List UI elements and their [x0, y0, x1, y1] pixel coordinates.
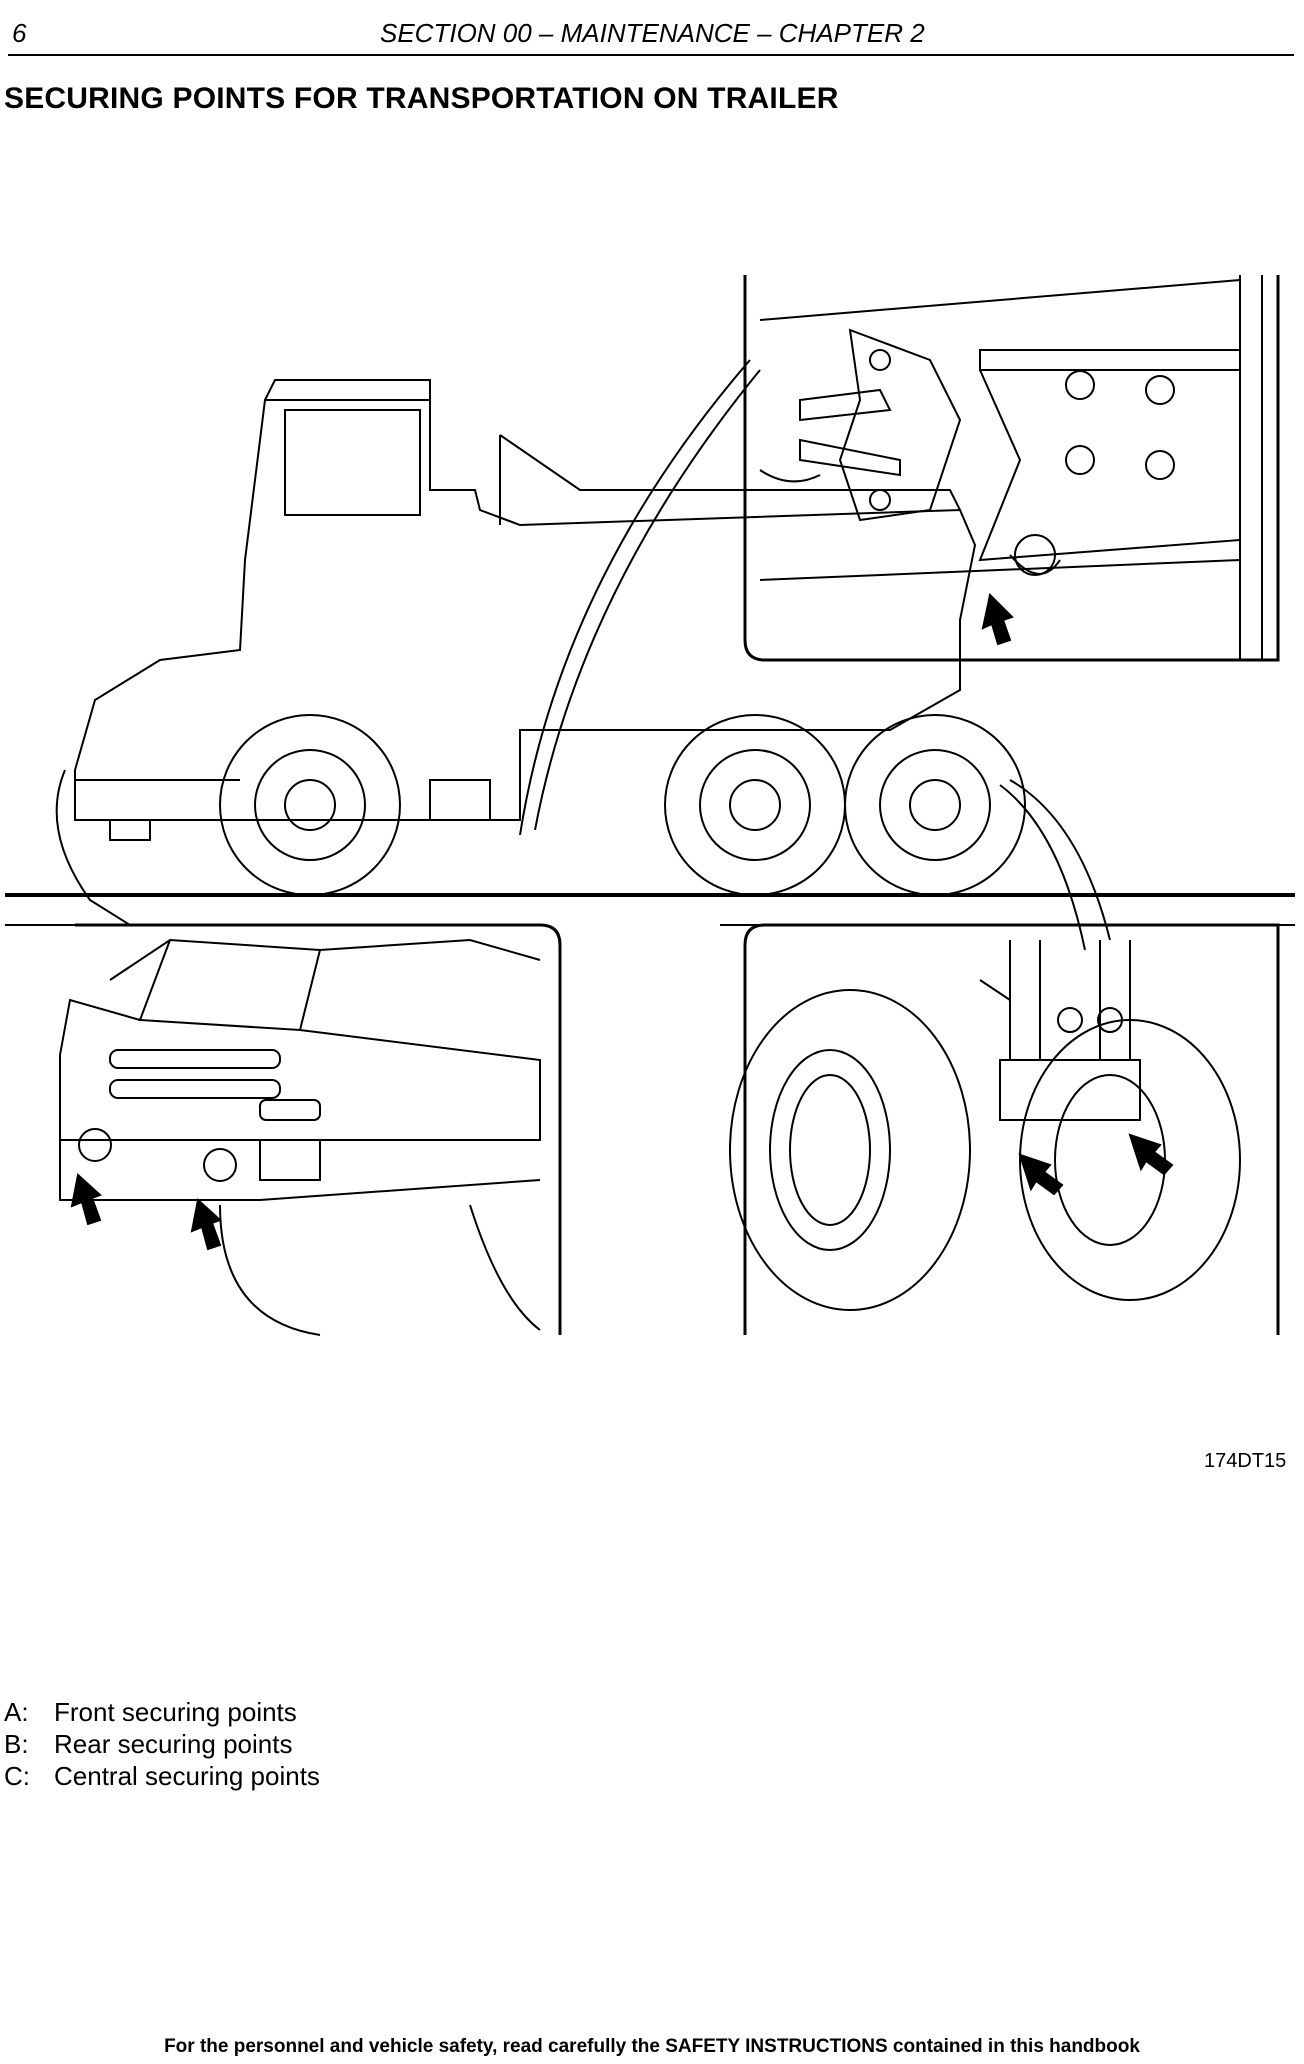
arrow-rear-left-icon: [1018, 1153, 1064, 1196]
arrow-central-icon: [981, 592, 1014, 646]
page-header: 6 SECTION 00 – MAINTENANCE – CHAPTER 2: [8, 14, 1294, 56]
page-title: SECURING POINTS FOR TRANSPORTATION ON TR…: [4, 82, 839, 115]
legend-list: A: Front securing points B: Rear securin…: [4, 1696, 320, 1792]
legend-item-c: C: Central securing points: [4, 1760, 320, 1792]
detail-inset-central: [743, 275, 1280, 662]
legend-text: Front securing points: [54, 1697, 297, 1727]
securing-points-illustration: [5, 275, 1295, 1336]
dumper-truck-side-view: [74, 379, 1026, 896]
legend-text: Central securing points: [54, 1761, 320, 1791]
arrow-front-left-icon: [70, 1173, 102, 1226]
page-number: 6: [12, 18, 27, 48]
detail-inset-front: [59, 923, 562, 1336]
legend-item-b: B: Rear securing points: [4, 1728, 320, 1760]
legend-item-a: A: Front securing points: [4, 1696, 320, 1728]
legend-key: B:: [4, 1729, 29, 1759]
rear-wheel: [844, 714, 1026, 896]
middle-wheel: [664, 714, 846, 896]
legend-key: C:: [4, 1761, 30, 1791]
detail-inset-rear: [729, 923, 1280, 1335]
front-wheel: [219, 714, 401, 896]
legend-text: Rear securing points: [54, 1729, 293, 1759]
safety-footer: For the personnel and vehicle safety, re…: [164, 2036, 1140, 2057]
legend-key: A:: [4, 1697, 29, 1727]
arrow-front-right-icon: [190, 1198, 222, 1251]
arrow-rear-right-icon: [1128, 1133, 1174, 1176]
figure-reference: 174DT15: [1204, 1450, 1287, 1472]
section-heading: SECTION 00 – MAINTENANCE – CHAPTER 2: [380, 18, 925, 48]
